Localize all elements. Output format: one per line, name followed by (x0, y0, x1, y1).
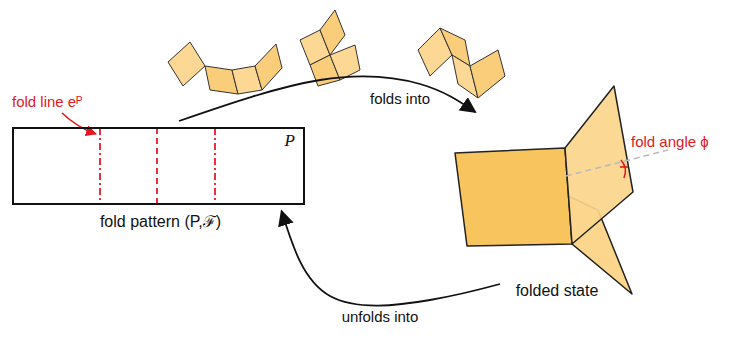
fold-lines (100, 128, 215, 204)
angle-reference-line (566, 150, 668, 176)
folded-state-figure (455, 86, 633, 294)
sheet-name: P (285, 131, 295, 151)
transition-arrow (282, 211, 500, 306)
angle-arc (621, 160, 625, 178)
edge-label: folds into (368, 90, 432, 107)
angle-tick (620, 166, 628, 168)
pattern-caption: fold pattern (P,ℱ) (100, 210, 221, 232)
edge-label: unfolds into (340, 308, 421, 325)
fold-pattern-sheet: Pfold pattern (P,ℱ) (12, 127, 305, 205)
leader-arrow (62, 113, 96, 134)
fold-line-callout: fold line eᴾ (12, 93, 83, 110)
fold-angle-callout: fold angle ϕ (631, 133, 709, 150)
small-folded-states (168, 10, 505, 98)
transition-arrow (179, 76, 475, 121)
folded-state-region: folded state (462, 118, 652, 278)
state-caption: folded state (516, 282, 599, 300)
